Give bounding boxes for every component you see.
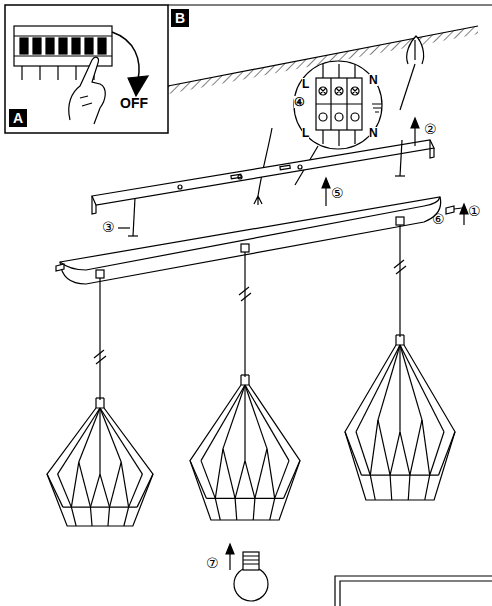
terminal-label: N: [369, 127, 378, 139]
callout-number: ⑥: [432, 212, 445, 226]
terminal-label: L: [302, 127, 309, 139]
callout-number: ③: [102, 220, 115, 234]
callout-number: ②: [424, 122, 437, 136]
callout-number: ①: [468, 204, 481, 218]
callout-number: ⑦: [206, 556, 219, 570]
panel-letter: B: [171, 9, 189, 27]
switch-label: OFF: [120, 96, 148, 110]
panel-letter: A: [9, 109, 27, 127]
callout-number: ④: [294, 96, 305, 108]
callout-number: ⑤: [331, 186, 344, 200]
terminal-label: L: [302, 78, 309, 90]
terminal-label: N: [369, 74, 378, 86]
